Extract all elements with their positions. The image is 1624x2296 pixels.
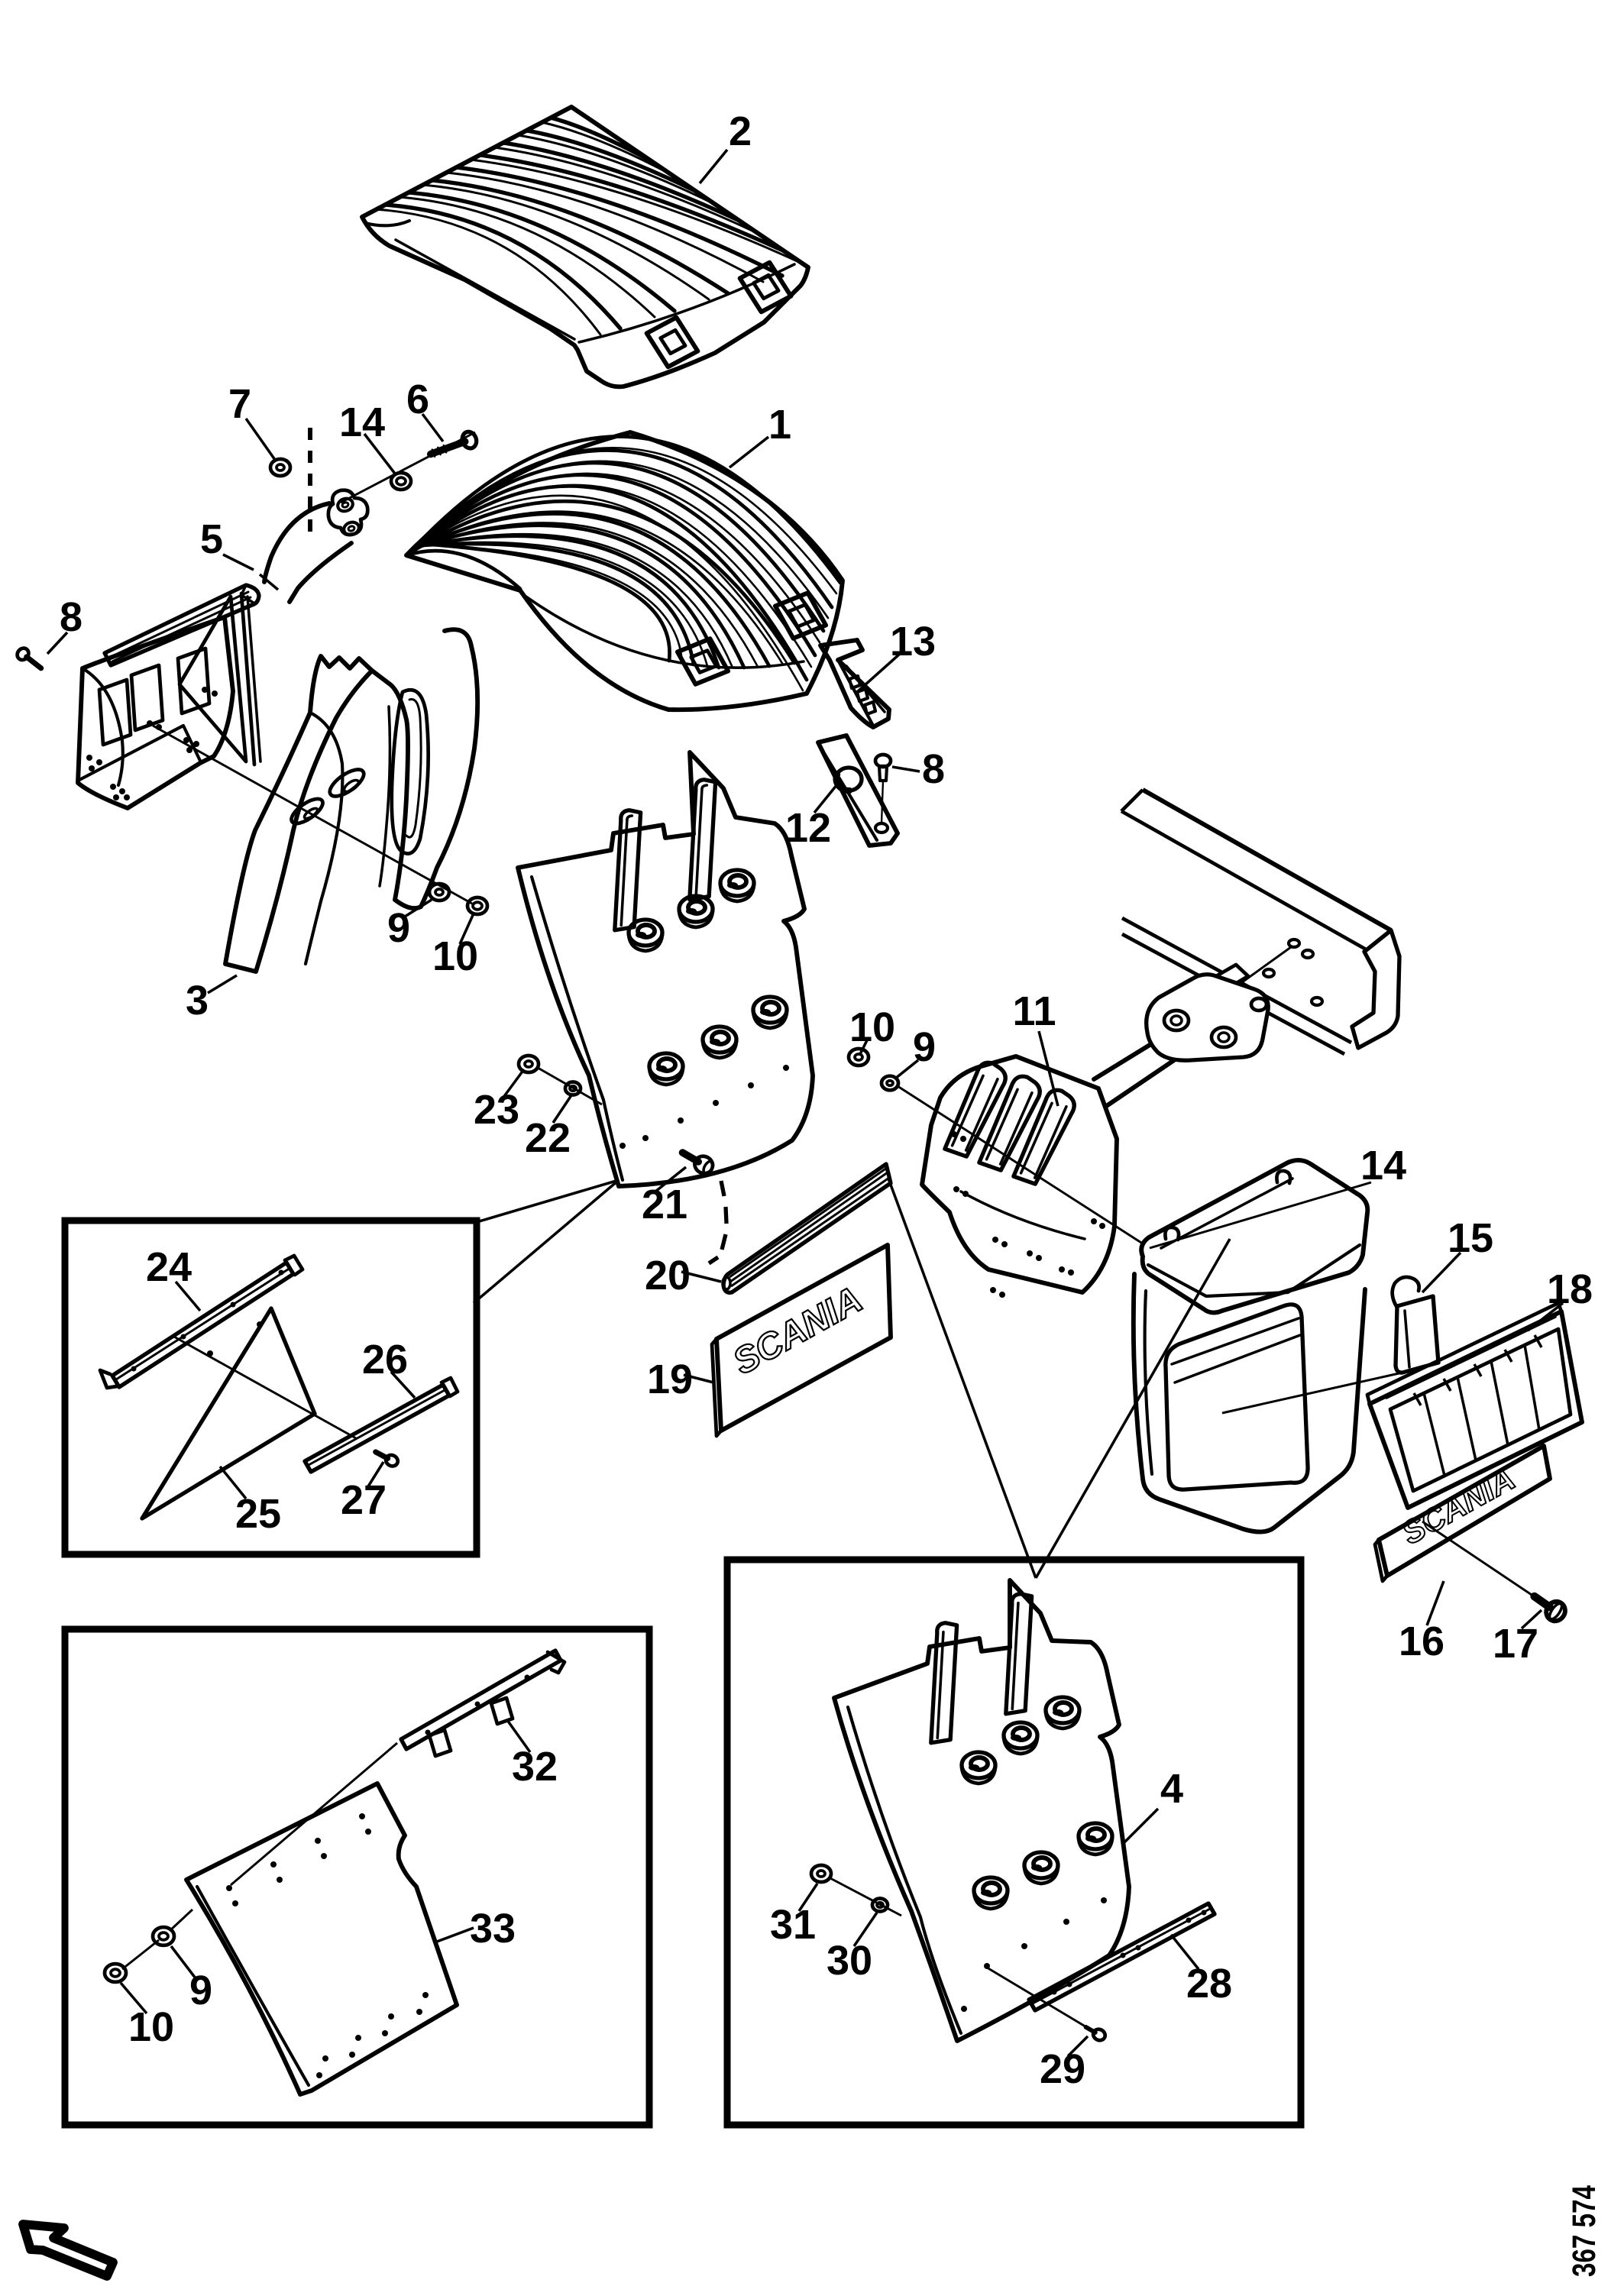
svg-text:31: 31 xyxy=(770,1902,816,1948)
svg-text:16: 16 xyxy=(1399,1619,1444,1664)
svg-text:17: 17 xyxy=(1493,1621,1538,1667)
svg-text:4: 4 xyxy=(1160,1766,1183,1812)
svg-text:9: 9 xyxy=(387,905,410,951)
svg-text:23: 23 xyxy=(474,1087,519,1133)
svg-text:27: 27 xyxy=(341,1477,387,1523)
svg-text:3: 3 xyxy=(186,978,209,1023)
svg-text:6: 6 xyxy=(406,377,429,422)
svg-text:24: 24 xyxy=(146,1244,192,1290)
svg-text:8: 8 xyxy=(60,594,82,640)
svg-text:10: 10 xyxy=(849,1004,895,1050)
svg-text:367 574: 367 574 xyxy=(1566,2185,1603,2277)
svg-text:11: 11 xyxy=(1012,988,1056,1034)
svg-text:10: 10 xyxy=(432,933,478,979)
svg-text:32: 32 xyxy=(512,1744,558,1790)
svg-text:12: 12 xyxy=(785,805,831,851)
svg-text:10: 10 xyxy=(128,2004,174,2050)
svg-text:33: 33 xyxy=(470,1906,516,1952)
svg-text:20: 20 xyxy=(645,1253,691,1298)
svg-text:30: 30 xyxy=(827,1938,872,1984)
svg-text:28: 28 xyxy=(1186,1961,1232,2007)
svg-text:14: 14 xyxy=(339,399,385,445)
svg-text:2: 2 xyxy=(729,108,752,154)
svg-text:18: 18 xyxy=(1547,1266,1593,1312)
svg-text:5: 5 xyxy=(200,516,223,562)
svg-text:1: 1 xyxy=(768,402,791,448)
svg-text:22: 22 xyxy=(525,1115,571,1161)
svg-text:8: 8 xyxy=(922,746,945,792)
svg-text:26: 26 xyxy=(362,1337,408,1382)
svg-text:14: 14 xyxy=(1360,1143,1406,1188)
svg-text:15: 15 xyxy=(1448,1215,1493,1261)
svg-text:25: 25 xyxy=(235,1491,281,1537)
svg-text:19: 19 xyxy=(647,1357,693,1402)
svg-text:21: 21 xyxy=(642,1182,687,1227)
svg-text:29: 29 xyxy=(1040,2046,1085,2092)
